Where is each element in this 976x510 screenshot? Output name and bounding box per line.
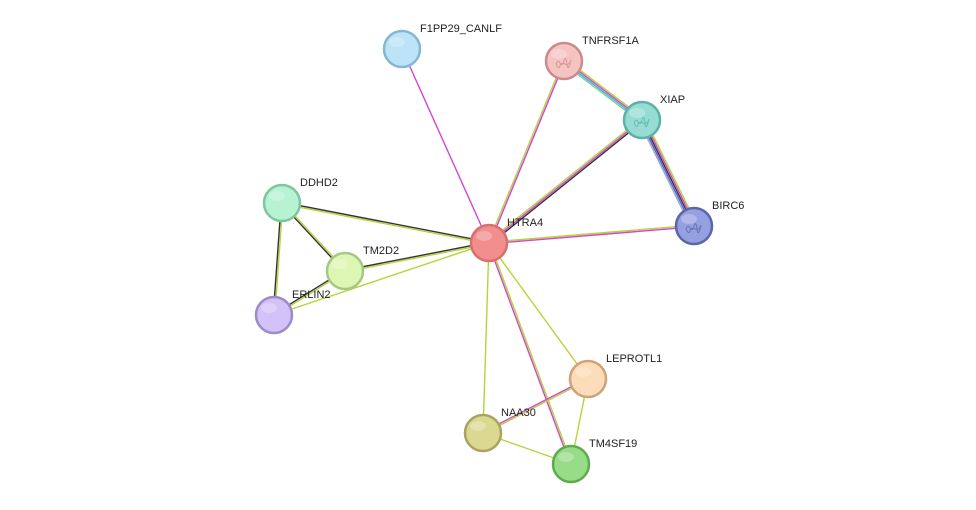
- edge-line: [489, 226, 695, 245]
- node-circle[interactable]: [325, 251, 365, 291]
- edge-line: [273, 242, 490, 316]
- node-htra4[interactable]: HTRA4: [469, 217, 543, 263]
- node-label: NAA30: [501, 407, 536, 419]
- node-circle[interactable]: [469, 223, 509, 263]
- node-tm4sf19[interactable]: TM4SF19: [551, 438, 637, 484]
- edge-leprotl1-naa30: [482, 377, 589, 435]
- node-highlight: [470, 421, 486, 431]
- edge-line: [401, 48, 490, 244]
- node-highlight: [629, 108, 645, 118]
- edge-line: [489, 120, 644, 245]
- node-circle[interactable]: [382, 29, 422, 69]
- node-tnfrsf1a[interactable]: TNFRSF1A: [544, 35, 640, 81]
- edge-htra4-tnfrsf1a: [487, 60, 566, 244]
- edge-line: [641, 119, 695, 227]
- edge-line: [281, 203, 489, 245]
- edge-htra4-birc6: [488, 224, 695, 245]
- node-ddhd2[interactable]: DDHD2: [262, 177, 338, 223]
- edge-line: [282, 201, 490, 243]
- edge-line: [489, 61, 566, 244]
- node-highlight: [558, 452, 574, 462]
- edge-htra4-erlin2: [273, 242, 490, 316]
- edge-line: [488, 242, 589, 380]
- edge-line: [487, 60, 564, 243]
- node-highlight: [261, 303, 277, 313]
- nodes-layer: HTRA4 F1PP29_CANLF TNFRSF1A XIAP BIRC6 DDHD2T…: [254, 23, 744, 484]
- node-label: XIAP: [660, 94, 685, 106]
- node-tm2d2[interactable]: TM2D2: [325, 245, 399, 291]
- edge-line: [488, 224, 694, 243]
- node-circle[interactable]: [568, 359, 608, 399]
- node-highlight: [332, 259, 348, 269]
- node-label: F1PP29_CANLF: [420, 23, 502, 35]
- node-label: TM2D2: [363, 245, 399, 257]
- edge-htra4-tm4sf19: [487, 242, 573, 465]
- node-erlin2[interactable]: ERLIN2: [254, 289, 331, 335]
- edge-htra4-ddhd2: [281, 201, 490, 245]
- edge-htra4-xiap: [487, 118, 644, 245]
- node-leprotl1[interactable]: LEPROTL1: [568, 353, 662, 399]
- edge-line: [489, 242, 573, 464]
- edge-htra4-naa30: [482, 242, 490, 434]
- node-label: BIRC6: [712, 200, 744, 212]
- edge-htra4-f1pp29-canlf: [401, 48, 490, 244]
- edge-line: [487, 243, 571, 465]
- node-label: HTRA4: [507, 217, 543, 229]
- node-label: ERLIN2: [292, 289, 331, 301]
- edge-line: [345, 243, 490, 273]
- edge-line: [483, 379, 589, 435]
- protein-structure-icon: [555, 58, 572, 69]
- edge-htra4-leprotl1: [488, 242, 589, 380]
- node-highlight: [575, 367, 591, 377]
- node-circle[interactable]: [262, 183, 302, 223]
- node-circle[interactable]: [463, 413, 503, 453]
- node-highlight: [551, 49, 567, 59]
- node-highlight: [269, 191, 285, 201]
- node-circle[interactable]: [254, 295, 294, 335]
- node-highlight: [476, 231, 492, 241]
- node-circle[interactable]: [551, 444, 591, 484]
- edge-line: [344, 241, 489, 271]
- edge-line: [638, 121, 692, 228]
- node-highlight: [681, 214, 697, 224]
- edge-line: [639, 120, 694, 228]
- edge-line: [482, 242, 490, 434]
- protein-structure-icon: [685, 223, 702, 234]
- edge-xiap-birc6: [638, 118, 698, 228]
- node-f1pp29-canlf[interactable]: F1PP29_CANLF: [382, 23, 502, 69]
- node-label: DDHD2: [300, 177, 338, 189]
- node-naa30[interactable]: NAA30: [463, 407, 536, 453]
- edge-line: [644, 118, 698, 225]
- node-birc6[interactable]: BIRC6: [674, 200, 744, 246]
- node-label: TNFRSF1A: [582, 35, 640, 47]
- node-label: TM4SF19: [589, 438, 637, 450]
- edge-line: [642, 118, 697, 226]
- edge-line: [482, 377, 588, 433]
- protein-structure-icon: [633, 117, 650, 128]
- edge-line: [488, 119, 643, 244]
- edge-htra4-tm2d2: [344, 241, 490, 273]
- node-highlight: [389, 37, 405, 47]
- node-xiap[interactable]: XIAP: [622, 94, 685, 140]
- node-label: LEPROTL1: [606, 353, 662, 365]
- edge-line: [487, 118, 642, 243]
